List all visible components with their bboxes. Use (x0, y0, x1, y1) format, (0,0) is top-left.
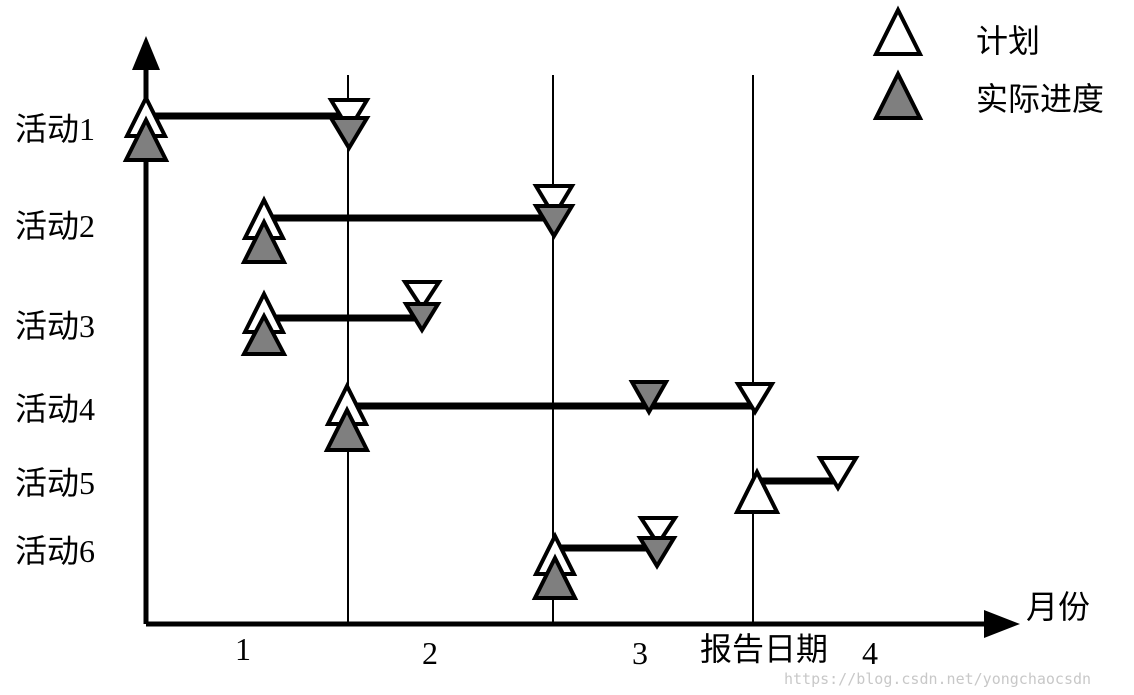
activity-2-actual-start-icon (240, 217, 288, 264)
activity-4-actual-start-icon (323, 405, 371, 452)
y-axis-arrow-icon (132, 36, 160, 70)
report-date-label: 报告日期 (700, 631, 828, 667)
activity-6-plan-end-icon (637, 516, 679, 548)
x-tick-1: 1 (235, 631, 251, 667)
activity-6-actual-end-icon (636, 536, 678, 570)
activity-1-actual-end-icon (327, 116, 371, 152)
legend-actual-icon (872, 69, 924, 120)
x-tick-2: 2 (422, 635, 438, 671)
activity-1-plan-end-icon (327, 98, 371, 134)
activity-3-actual-end-icon (402, 302, 442, 334)
activity-5-plan-end-icon (816, 456, 860, 492)
legend: 计划 实际进度 (872, 5, 1104, 120)
activity-label-4: 活动4 (15, 391, 95, 427)
legend-plan-label: 计划 (976, 23, 1040, 59)
x-tick-4: 4 (862, 635, 878, 671)
activity-label-2: 活动2 (15, 208, 95, 244)
activity-label-5: 活动5 (15, 465, 95, 501)
watermark: https://blog.csdn.net/yongchaocsdn (784, 670, 1091, 688)
x-tick-3: 3 (632, 635, 648, 671)
activity-3-plan-end-icon (401, 280, 443, 312)
activity-label-6: 活动6 (15, 533, 95, 569)
legend-actual-label: 实际进度 (976, 81, 1104, 117)
activity-5-plan-start-icon (733, 467, 781, 514)
legend-plan-icon (872, 5, 924, 56)
x-axis-label: 月份 (1026, 589, 1090, 625)
activity-2-actual-end-icon (532, 204, 576, 240)
activity-2-plan-end-icon (532, 184, 576, 220)
activity-6-actual-start-icon (531, 553, 579, 600)
activity-4-actual-end-icon (628, 380, 670, 417)
activity-1-actual-start-icon (122, 115, 170, 162)
activity-3-actual-start-icon (240, 311, 288, 356)
activity-4-plan-end-icon (734, 382, 776, 416)
x-axis-arrow-icon (984, 610, 1020, 638)
activity-label-1: 活动1 (15, 111, 95, 147)
activity-label-3: 活动3 (15, 308, 95, 344)
